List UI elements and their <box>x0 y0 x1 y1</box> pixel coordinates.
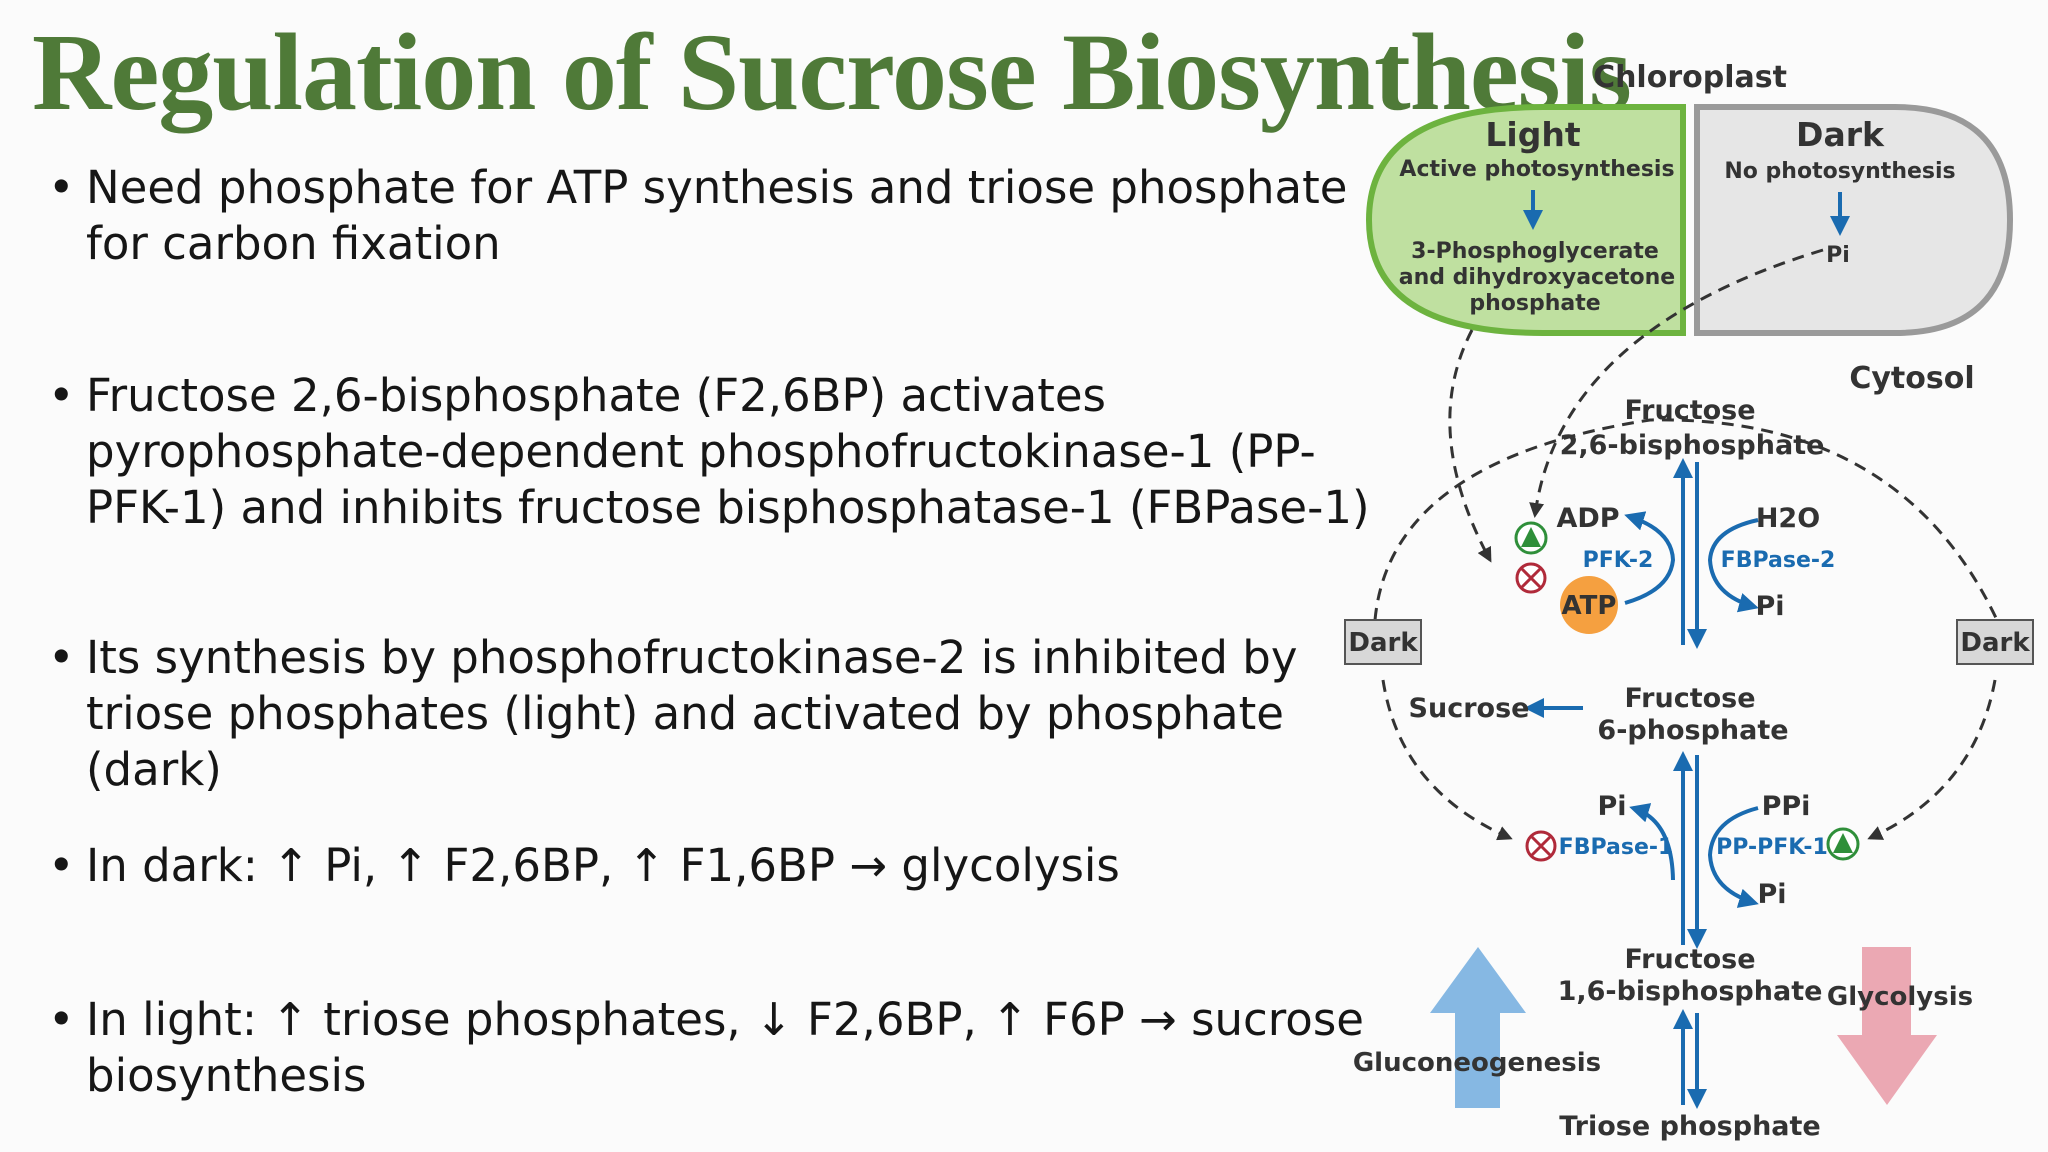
bullet-dot: • <box>48 369 75 422</box>
gluconeogenesis-arrow <box>1430 947 1526 1108</box>
inhibit-cross-icon <box>1530 835 1552 857</box>
dark-box-left-label: Dark <box>1348 628 1418 658</box>
pfk2-curve <box>1624 511 1676 605</box>
pfk2-label: PFK-2 <box>1583 548 1654 573</box>
h2o-label: H2O <box>1756 503 1820 534</box>
pi-bottom-label: Pi <box>1757 879 1786 910</box>
light-product-line3: phosphate <box>1469 291 1600 316</box>
f26bp-line2: 2,6-bisphosphate <box>1560 430 1825 461</box>
f6p-line2: 6-phosphate <box>1597 715 1788 746</box>
dark-regulation-loop-top <box>1373 418 1999 621</box>
atp-circle <box>1560 576 1618 634</box>
inhibit-cross-icon <box>1520 567 1542 589</box>
f26bp-line1: Fructose <box>1624 395 1755 426</box>
pppfk1-label: PP-PFK-1 <box>1716 835 1828 860</box>
glycolysis-arrow <box>1837 947 1937 1105</box>
ppi-label: PPi <box>1762 791 1811 822</box>
triose-inhibition-path <box>1448 329 1492 563</box>
pi-top-label: Pi <box>1755 591 1784 622</box>
fbpase1-label: FBPase-1 <box>1559 835 1674 860</box>
bullet-text: In light: ↑ triose phosphates, ↓ F2,6BP,… <box>86 993 1364 1102</box>
bullet-dot: • <box>48 993 75 1046</box>
dark-pi: Pi <box>1826 243 1850 268</box>
bullet-3: • Its synthesis by phosphofructokinase-2… <box>48 630 1378 798</box>
f16bp-line1: Fructose <box>1624 944 1755 975</box>
activate-triangle-icon <box>1521 527 1541 547</box>
bullet-2: • Fructose 2,6-bisphosphate (F2,6BP) act… <box>48 368 1378 536</box>
pppfk1-curve <box>1707 806 1759 908</box>
f16bp-line2: 1,6-bisphosphate <box>1558 976 1823 1007</box>
bullet-text: Need phosphate for ATP synthesis and tri… <box>86 161 1348 270</box>
bullet-text: Fructose 2,6-bisphosphate (F2,6BP) activ… <box>86 369 1370 534</box>
dark-box-left <box>1344 619 1422 665</box>
bullet-5: • In light: ↑ triose phosphates, ↓ F2,6B… <box>48 992 1378 1104</box>
bullet-text: In dark: ↑ Pi, ↑ F2,6BP, ↑ F1,6BP → glyc… <box>86 839 1120 892</box>
fbpase1-curve <box>1629 803 1675 881</box>
light-subtitle: Active photosynthesis <box>1399 157 1674 182</box>
bullet-dot: • <box>48 161 75 214</box>
gluconeogenesis-label: Gluconeogenesis <box>1353 1048 1601 1078</box>
dark-regulation-loop-right <box>1867 679 1997 840</box>
light-title: Light <box>1485 115 1580 154</box>
pi-left-label: Pi <box>1597 791 1626 822</box>
activate-triangle-icon <box>1833 833 1853 853</box>
atp-label: ATP <box>1562 591 1617 621</box>
glycolysis-label: Glycolysis <box>1827 982 1973 1012</box>
fbpase2-label: FBPase-2 <box>1721 548 1836 573</box>
dark-title: Dark <box>1796 115 1885 154</box>
light-product-line2: and dihydroxyacetone <box>1399 265 1675 290</box>
bullet-text: Its synthesis by phosphofructokinase-2 i… <box>86 631 1298 796</box>
triose-phosphate-label: Triose phosphate <box>1559 1111 1821 1142</box>
pi-activation-path <box>1529 248 1824 518</box>
dark-regulation-loop-left <box>1381 679 1513 841</box>
adp-label: ADP <box>1556 503 1619 534</box>
cytosol-label: Cytosol <box>1849 361 1974 396</box>
chloroplast-label: Chloroplast <box>1593 60 1787 95</box>
f6p-line1: Fructose <box>1624 683 1755 714</box>
light-product-line1: 3-Phosphoglycerate <box>1411 239 1659 264</box>
dark-subtitle: No photosynthesis <box>1724 159 1955 184</box>
sucrose-label: Sucrose <box>1409 693 1530 724</box>
dark-compartment <box>1694 104 2014 336</box>
bullet-dot: • <box>48 839 75 892</box>
dark-box-right-label: Dark <box>1960 628 2030 658</box>
bullet-1: • Need phosphate for ATP synthesis and t… <box>48 160 1378 272</box>
slide-title: Regulation of Sucrose Biosynthesis <box>32 11 1632 133</box>
fbpase2-curve <box>1707 518 1759 613</box>
bullet-dot: • <box>48 631 75 684</box>
dark-box-right <box>1956 619 2034 665</box>
bullet-4: • In dark: ↑ Pi, ↑ F2,6BP, ↑ F1,6BP → gl… <box>48 838 1378 894</box>
